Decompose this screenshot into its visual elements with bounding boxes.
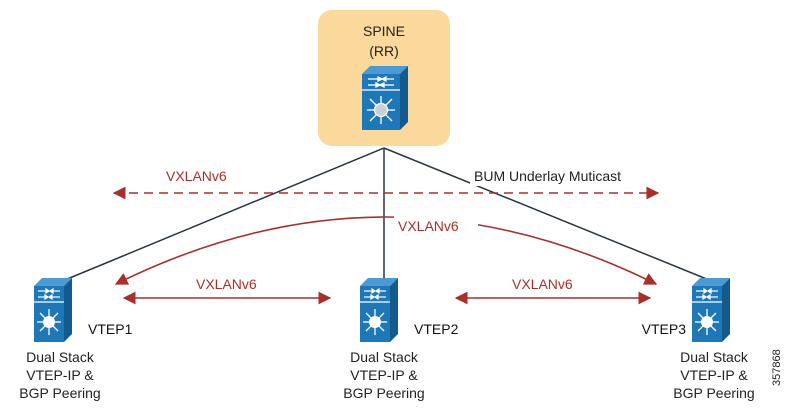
arc-label: VXLANv6	[398, 218, 459, 234]
vtep1-vtep3-arc	[114, 216, 658, 285]
spine-subtitle: (RR)	[369, 43, 399, 59]
vtep2-name: VTEP2	[414, 321, 459, 337]
multicast-label-right-bg	[470, 166, 658, 186]
vtep2-switch-icon	[359, 277, 399, 343]
vtep1-switch-icon	[33, 277, 73, 343]
vtep3-desc-line2: VTEP-IP &	[680, 367, 748, 383]
vtep2-desc-line2: VTEP-IP &	[350, 367, 418, 383]
vtep3-desc-line3: BGP Peering	[673, 385, 754, 401]
multicast-label-left-bg	[160, 166, 256, 186]
link-12-label: VXLANv6	[196, 276, 257, 292]
vtep3-name: VTEP3	[642, 321, 687, 337]
spine-title: SPINE	[363, 23, 405, 39]
vtep1-desc-line1: Dual Stack	[26, 349, 95, 365]
multicast-label-right: BUM Underlay Muticast	[474, 168, 621, 184]
vtep3-switch-icon	[691, 277, 731, 343]
vtep1-desc-line2: VTEP-IP &	[26, 367, 94, 383]
uplink-vtep3	[383, 147, 715, 283]
multicast-label-left: VXLANv6	[166, 168, 227, 184]
figure-number: 357868	[771, 349, 783, 386]
spine-switch-icon	[361, 65, 409, 131]
vtep2-desc-line1: Dual Stack	[350, 349, 419, 365]
vtep3-desc-line1: Dual Stack	[680, 349, 749, 365]
arc-label-bg	[394, 216, 478, 236]
vtep1-name: VTEP1	[88, 321, 133, 337]
vtep1-desc-line3: BGP Peering	[19, 385, 100, 401]
link-23-label: VXLANv6	[512, 276, 573, 292]
uplink-vtep1	[59, 147, 385, 283]
vtep2-desc-line3: BGP Peering	[343, 385, 424, 401]
